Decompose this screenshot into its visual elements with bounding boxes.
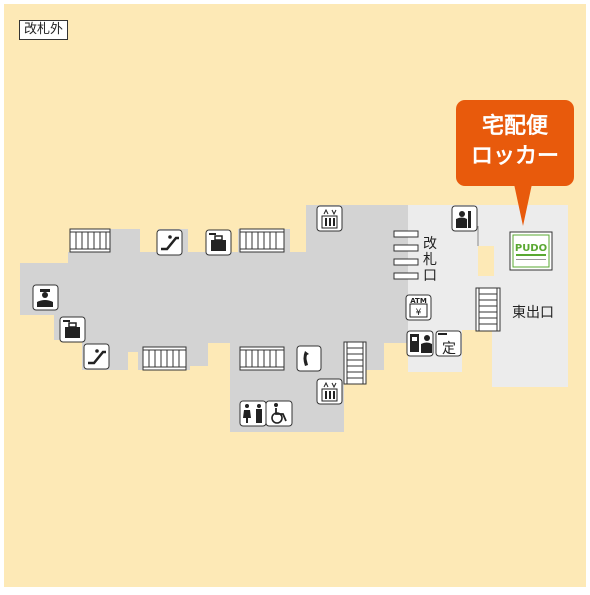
escalator-icon xyxy=(156,229,183,256)
callout-line-2: ロッカー xyxy=(470,144,559,169)
coin-locker-icon xyxy=(205,229,232,256)
area-label: 改札外 xyxy=(19,20,69,40)
stairs-icon xyxy=(239,228,285,253)
coin-locker-icon xyxy=(59,316,86,343)
ticket-gate-label: 改 札 口 xyxy=(422,236,438,284)
stairs-icon xyxy=(239,346,285,371)
gate-label-char: 口 xyxy=(423,268,437,284)
gate-label-char: 改 xyxy=(423,236,437,252)
elevator-icon xyxy=(316,205,343,232)
commuter-pass-label: 定 xyxy=(442,341,456,357)
pudo-locker-icon xyxy=(509,231,553,271)
delivery-locker-callout: 宅配便 ロッカー xyxy=(456,100,574,186)
elevator-icon xyxy=(316,378,343,405)
gate-label-char: 札 xyxy=(423,252,437,268)
stairs-icon xyxy=(475,287,501,332)
gap-wall xyxy=(478,246,494,276)
ticket-gate-icon xyxy=(393,230,419,280)
callout-pointer xyxy=(514,184,532,226)
station-staff-icon xyxy=(32,284,59,311)
wheelchair-icon xyxy=(265,400,293,427)
station-staff-icon xyxy=(451,205,478,232)
east-exit-label: 東出口 xyxy=(512,305,554,321)
stairs-icon xyxy=(343,341,367,385)
pudo-label: PUDO xyxy=(515,243,547,254)
concourse-floor xyxy=(20,205,408,432)
restroom-icon xyxy=(239,400,267,427)
yen-label: ¥ xyxy=(416,308,422,318)
escalator-icon xyxy=(83,343,110,370)
atm-icon xyxy=(405,294,432,321)
commuter-pass-icon xyxy=(435,330,462,357)
telephone-icon xyxy=(296,345,322,372)
ticket-machine-icon xyxy=(406,330,434,357)
callout-line-1: 宅配便 xyxy=(481,114,548,139)
stairs-icon xyxy=(69,228,111,253)
stairs-icon xyxy=(142,346,187,371)
atm-label: ATM xyxy=(410,297,427,305)
